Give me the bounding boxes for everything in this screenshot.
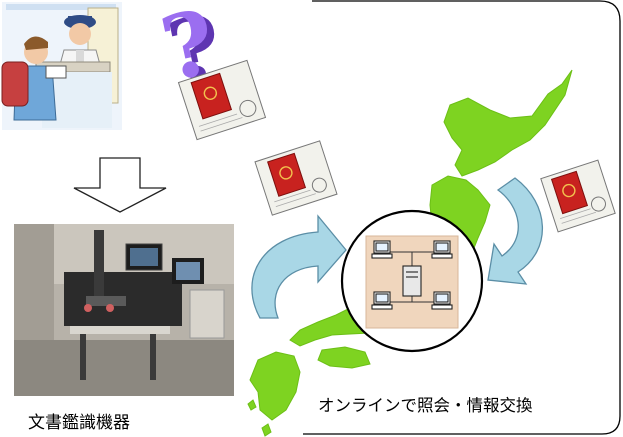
- exchange-arrows: [251, 177, 544, 319]
- online-exchange-caption: オンラインで照会・情報交換: [318, 396, 533, 415]
- region-frame: [303, 0, 621, 435]
- passport-icon: [177, 59, 267, 141]
- passport-icon: [540, 159, 616, 233]
- passport-icon: [254, 140, 338, 216]
- left-curved-arrow: [251, 214, 347, 319]
- network-hub: [340, 209, 484, 353]
- right-curved-arrow: [487, 177, 544, 285]
- document-device-caption: 文書鑑識機器: [28, 413, 130, 433]
- equipment-photo: [14, 224, 234, 396]
- immigration-counter-illustration: [1, 2, 122, 130]
- down-arrow-icon: [73, 157, 167, 213]
